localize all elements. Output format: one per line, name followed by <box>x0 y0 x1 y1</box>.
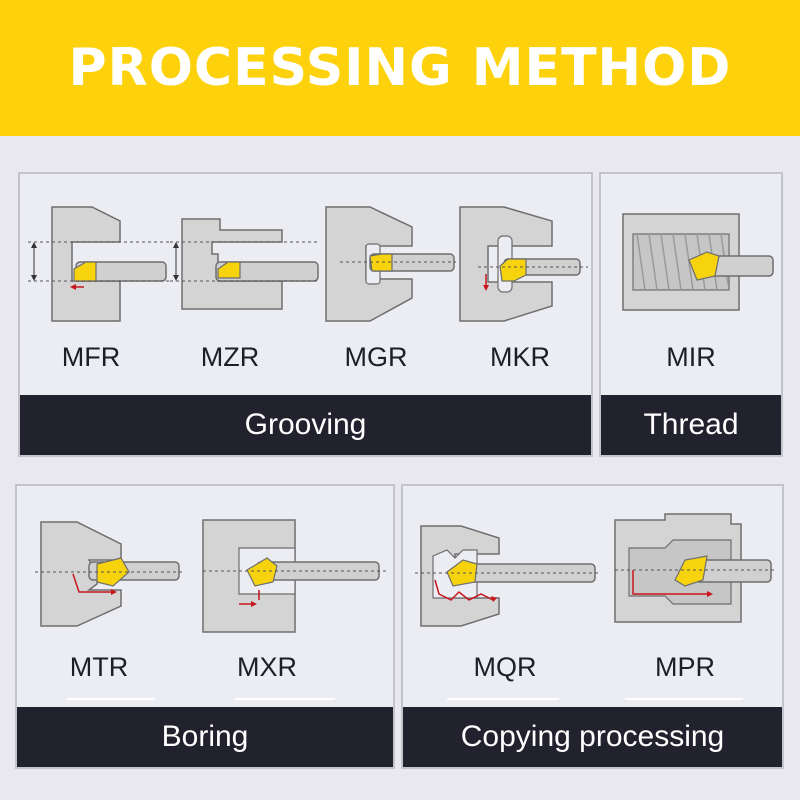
tool-code-mgr: MGR <box>344 342 408 372</box>
profile-copying-icon <box>415 525 599 627</box>
grooving-diagrams <box>28 206 588 322</box>
copying-label: Copying processing <box>460 720 725 753</box>
thread-label: Thread <box>643 408 739 441</box>
divider <box>625 698 743 700</box>
thread-panel: MIR Thread <box>599 172 783 457</box>
boring-label-bar: Boring <box>17 707 393 767</box>
thread-diagrams <box>622 213 774 311</box>
tool-code-mqr: MQR <box>473 652 537 682</box>
divider <box>235 698 335 700</box>
boring-label: Boring <box>161 720 249 753</box>
axial-grooving-icon <box>170 218 320 310</box>
grooving-label-bar: Grooving <box>20 395 591 455</box>
tool-code-mir: MIR <box>666 342 716 372</box>
internal-copying-icon <box>614 513 775 623</box>
boring-panel: MTR MXR Boring <box>15 484 395 769</box>
header-banner: PROCESSING METHOD <box>0 0 800 136</box>
divider <box>67 698 155 700</box>
tool-code-mpr: MPR <box>655 652 715 682</box>
boring-diagrams <box>35 519 387 633</box>
tool-code-mkr: MKR <box>490 342 550 372</box>
tool-code-mtr: MTR <box>69 652 129 682</box>
divider <box>447 698 559 700</box>
internal-threading-icon <box>622 213 774 311</box>
tool-code-mfr: MFR <box>61 342 121 372</box>
grooving-label: Grooving <box>244 408 367 441</box>
copying-panel: MQR MPR Copying processing <box>401 484 784 769</box>
deep-grooving-icon <box>459 206 588 322</box>
tool-code-mzr: MZR <box>200 342 260 372</box>
back-boring-icon <box>35 521 183 627</box>
boring-icon <box>202 519 387 633</box>
grooving-panel: MFR MZR MGR MKR Grooving <box>18 172 593 457</box>
copying-diagrams <box>415 513 775 627</box>
thread-label-bar: Thread <box>601 395 781 455</box>
page-title: PROCESSING METHOD <box>68 38 732 98</box>
internal-grooving-icon <box>325 206 456 322</box>
face-grooving-icon <box>28 206 170 322</box>
tool-code-mxr: MXR <box>237 652 297 682</box>
copying-label-bar: Copying processing <box>403 707 782 767</box>
